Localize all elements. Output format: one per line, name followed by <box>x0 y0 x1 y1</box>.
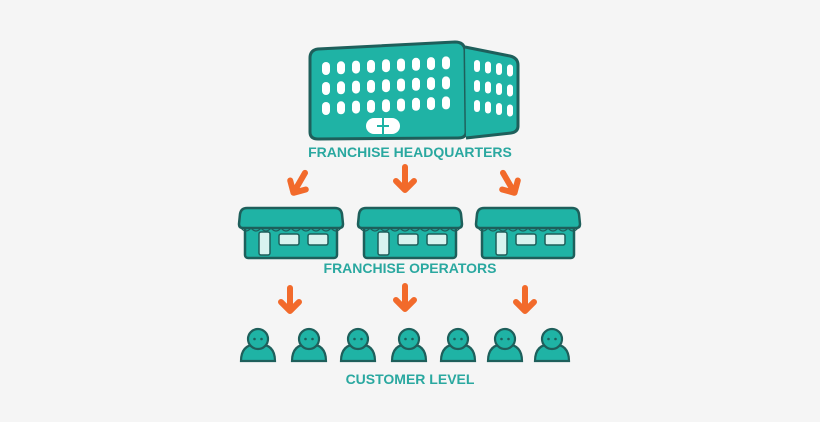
store-window <box>307 233 329 246</box>
hq-window <box>507 84 513 97</box>
awning <box>474 206 582 230</box>
hq-window <box>496 103 502 115</box>
store-door <box>495 231 508 256</box>
hq-window <box>337 61 345 75</box>
hq-window <box>427 97 435 111</box>
hq-window <box>427 77 435 91</box>
hq-window <box>412 77 420 91</box>
hq-window <box>442 96 450 110</box>
store-door <box>377 231 390 256</box>
hq-window <box>496 63 502 75</box>
awning <box>356 206 464 230</box>
hq-window <box>427 57 435 71</box>
customer-person-icon <box>290 327 328 363</box>
hq-window <box>382 79 390 93</box>
hq-window <box>412 97 420 111</box>
hq-window <box>442 56 450 70</box>
hq-window <box>367 59 375 73</box>
hq-window <box>337 81 345 95</box>
arrow-down-icon <box>278 285 302 314</box>
customer-person-icon <box>239 327 277 363</box>
customer-person-icon <box>486 327 524 363</box>
hq-window <box>322 62 330 75</box>
hq-window <box>352 60 360 74</box>
store-window <box>544 233 566 246</box>
hq-window <box>485 81 491 94</box>
headquarters-building-icon <box>308 40 520 141</box>
arrow-down-icon <box>393 283 417 312</box>
hq-window <box>367 79 375 93</box>
hq-window <box>474 80 480 92</box>
hq-window <box>322 102 330 115</box>
headquarters-label: FRANCHISE HEADQUARTERS <box>308 144 512 160</box>
hq-window <box>412 57 420 71</box>
store-window <box>397 233 419 246</box>
store-window <box>515 233 537 246</box>
arrow-down-icon <box>513 285 537 314</box>
operators-label: FRANCHISE OPERATORS <box>324 260 497 276</box>
customer-person-icon <box>439 327 477 363</box>
customer-person-icon <box>533 327 571 363</box>
hq-window <box>352 80 360 94</box>
customer-person-icon <box>390 327 428 363</box>
hq-window <box>322 82 330 95</box>
hq-window <box>496 83 502 95</box>
franchise-store-icon <box>356 206 464 260</box>
hq-window <box>474 100 480 112</box>
franchise-store-icon <box>474 206 582 260</box>
store-window <box>278 233 300 246</box>
arrow-down-icon <box>287 169 309 196</box>
hq-window <box>382 99 390 113</box>
hq-window <box>442 76 450 90</box>
hq-window <box>397 78 405 92</box>
franchise-store-icon <box>237 206 345 260</box>
hq-window <box>474 60 480 72</box>
hq-window <box>507 64 513 77</box>
hq-window <box>397 58 405 72</box>
arrow-down-icon <box>499 169 521 196</box>
hq-window <box>485 61 491 74</box>
hq-window <box>507 104 513 117</box>
hq-window <box>352 100 360 114</box>
store-door <box>258 231 271 256</box>
arrow-down-icon <box>393 164 417 193</box>
hq-window <box>367 99 375 113</box>
customers-label: CUSTOMER LEVEL <box>346 371 475 387</box>
hq-window <box>397 98 405 112</box>
awning <box>237 206 345 230</box>
hq-window <box>485 101 491 114</box>
customer-person-icon <box>339 327 377 363</box>
hq-window <box>382 59 390 73</box>
store-window <box>426 233 448 246</box>
hq-window <box>337 101 345 115</box>
